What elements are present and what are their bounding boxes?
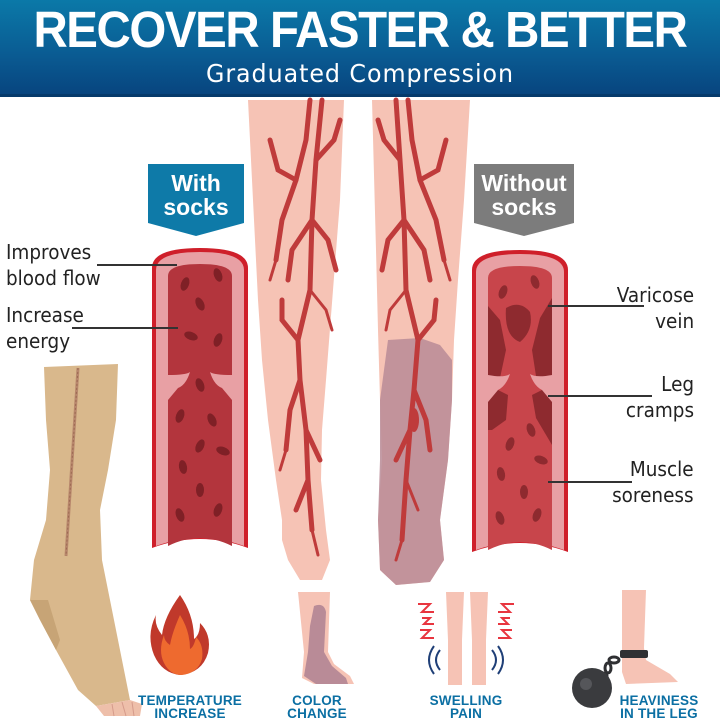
label-line: vein <box>655 309 694 333</box>
ball-and-chain-icon <box>572 590 678 708</box>
caption-line: CHANGE <box>287 706 347 720</box>
symptom-color-change: COLOR CHANGE <box>272 694 362 720</box>
page-title: RECOVER FASTER & BETTER <box>33 1 687 58</box>
label-leg-cramps: Leg cramps <box>626 371 694 423</box>
page-subtitle: Graduated Compression <box>205 59 515 88</box>
label-varicose-vein: Varicose vein <box>617 282 694 334</box>
symptom-temperature-increase: TEMPERATURE INCREASE <box>128 694 252 720</box>
caption-line: COLOR <box>292 693 342 708</box>
label-line: blood flow <box>6 266 101 290</box>
label-line: Leg <box>661 372 694 396</box>
symptom-heaviness-in-the-leg: HEAVINESS IN THE LEG <box>600 694 718 720</box>
caption-line: IN THE LEG <box>620 706 698 720</box>
with-socks-tag-line1: With <box>171 170 221 196</box>
without-socks-tag-line2: socks <box>491 194 557 220</box>
caption-line: SWELLING <box>429 693 503 708</box>
label-line: energy <box>6 329 71 353</box>
label-line: cramps <box>625 398 694 422</box>
swollen-legs-icon <box>418 592 514 685</box>
without-socks-tag: Without socks <box>474 164 574 236</box>
leader-line <box>548 305 644 307</box>
label-line: soreness <box>612 483 694 507</box>
label-line: Varicose <box>616 283 694 307</box>
caption-line: PAIN <box>449 706 483 720</box>
header-banner: RECOVER FASTER & BETTER Graduated Compre… <box>0 0 720 97</box>
label-line: Increase <box>6 303 84 327</box>
symptom-swelling-pain: SWELLING PAIN <box>420 694 512 720</box>
caption-line: INCREASE <box>154 706 226 720</box>
label-line: Improves <box>6 240 92 264</box>
leader-line <box>548 481 632 483</box>
with-socks-tag-line2: socks <box>163 194 229 220</box>
leader-line <box>97 264 177 266</box>
leader-line <box>72 327 178 329</box>
label-increase-energy: Increase energy <box>6 302 84 354</box>
label-line: Muscle <box>630 457 694 481</box>
discolored-leg-icon <box>298 592 354 684</box>
without-socks-tag-line1: Without <box>481 170 567 196</box>
with-socks-tag: With socks <box>148 164 244 236</box>
caption-line: TEMPERATURE <box>138 693 242 708</box>
label-improves-blood-flow: Improves blood flow <box>6 239 101 291</box>
caption-line: HEAVINESS <box>619 693 699 708</box>
label-muscle-soreness: Muscle soreness <box>613 456 694 508</box>
leader-line <box>548 395 652 397</box>
flame-icon <box>150 595 209 675</box>
